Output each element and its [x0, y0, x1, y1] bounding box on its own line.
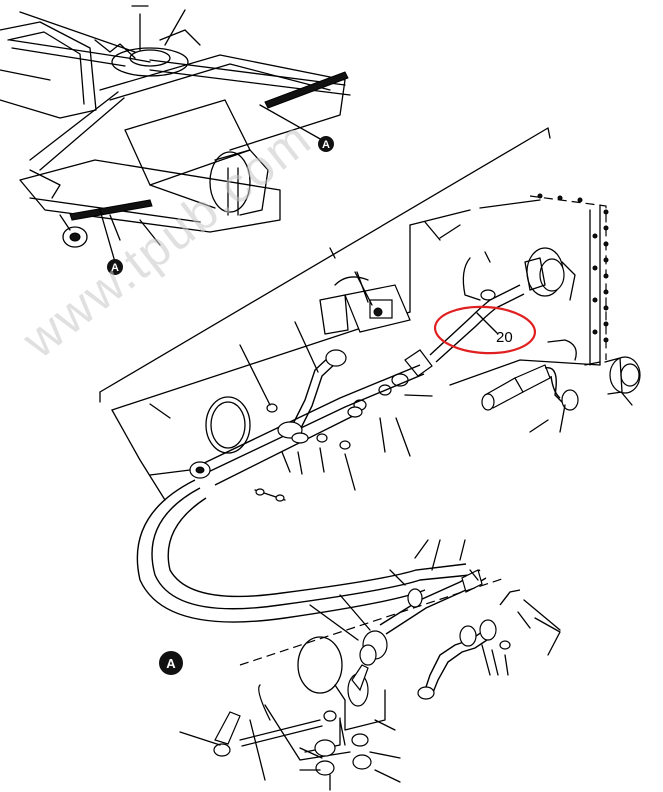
detail-letter: A	[322, 139, 330, 151]
leader-lines	[149, 221, 633, 791]
helicopter-illustration	[0, 5, 351, 263]
detail-reference-top: A	[318, 136, 334, 152]
detail-a-view	[213, 577, 561, 781]
highlight-ellipse	[433, 305, 537, 355]
item-20-callout: 20	[476, 312, 513, 346]
hose-assembly	[136, 247, 641, 700]
detail-letter: A	[166, 656, 176, 671]
detail-a-label: A	[159, 651, 183, 675]
watermark-text: www.tpub.com	[12, 110, 322, 370]
detail-reference-left: A	[107, 259, 123, 275]
item-number-label: 20	[496, 329, 513, 346]
detail-letter: A	[111, 262, 119, 274]
detail-boundary	[99, 127, 551, 403]
